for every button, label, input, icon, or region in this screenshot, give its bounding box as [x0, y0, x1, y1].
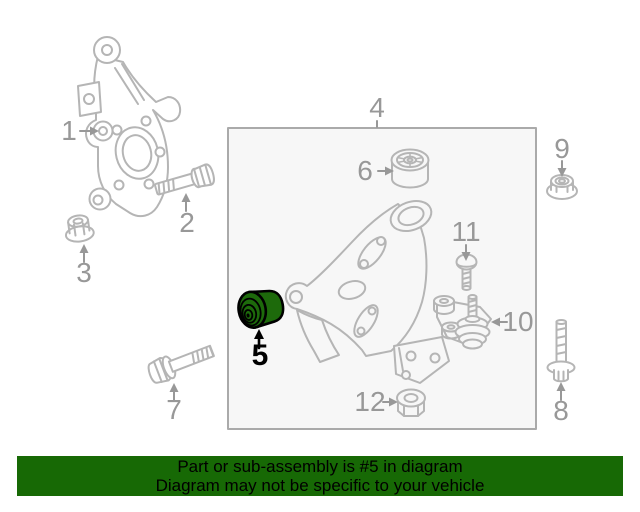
- banner-line-1: Part or sub-assembly is #5 in diagram: [177, 457, 463, 476]
- highlight-arrow: [254, 329, 264, 350]
- nut-part-9[interactable]: [546, 174, 578, 200]
- highlighted-bushing-part-5[interactable]: [236, 287, 286, 330]
- callout-label-2[interactable]: 2: [179, 207, 195, 238]
- nut-part-3[interactable]: [63, 214, 95, 244]
- steering-knuckle-part-1[interactable]: [77, 36, 182, 218]
- callout-label-4[interactable]: 4: [369, 92, 385, 123]
- callout-label-3[interactable]: 3: [76, 257, 92, 288]
- bolt-part-2[interactable]: [153, 163, 216, 199]
- callout-label-11[interactable]: 11: [451, 216, 481, 247]
- callout-label-10[interactable]: 10: [502, 306, 534, 337]
- bushing-part-6[interactable]: [390, 148, 430, 189]
- arm-front-eye: [289, 290, 303, 304]
- highlight-banner: Part or sub-assembly is #5 in diagram Di…: [17, 456, 623, 496]
- ball-joint-part-10[interactable]: [433, 294, 492, 350]
- callout-label-1[interactable]: 1: [61, 115, 77, 146]
- callout-label-8[interactable]: 8: [553, 395, 569, 426]
- banner-line-2: Diagram may not be specific to your vehi…: [155, 476, 485, 495]
- bolt-part-8[interactable]: [546, 319, 576, 383]
- callout-label-9[interactable]: 9: [554, 133, 570, 164]
- callout-label-12[interactable]: 12: [354, 386, 386, 417]
- callout-arrows: [79, 120, 567, 407]
- callout-label-5-highlighted[interactable]: 5: [251, 339, 269, 372]
- nut-part-12[interactable]: [396, 388, 426, 417]
- bolt-part-7[interactable]: [146, 340, 217, 386]
- lower-control-arm[interactable]: [284, 196, 450, 384]
- callout-label-7[interactable]: 7: [166, 394, 182, 425]
- callout-label-6[interactable]: 6: [357, 155, 373, 186]
